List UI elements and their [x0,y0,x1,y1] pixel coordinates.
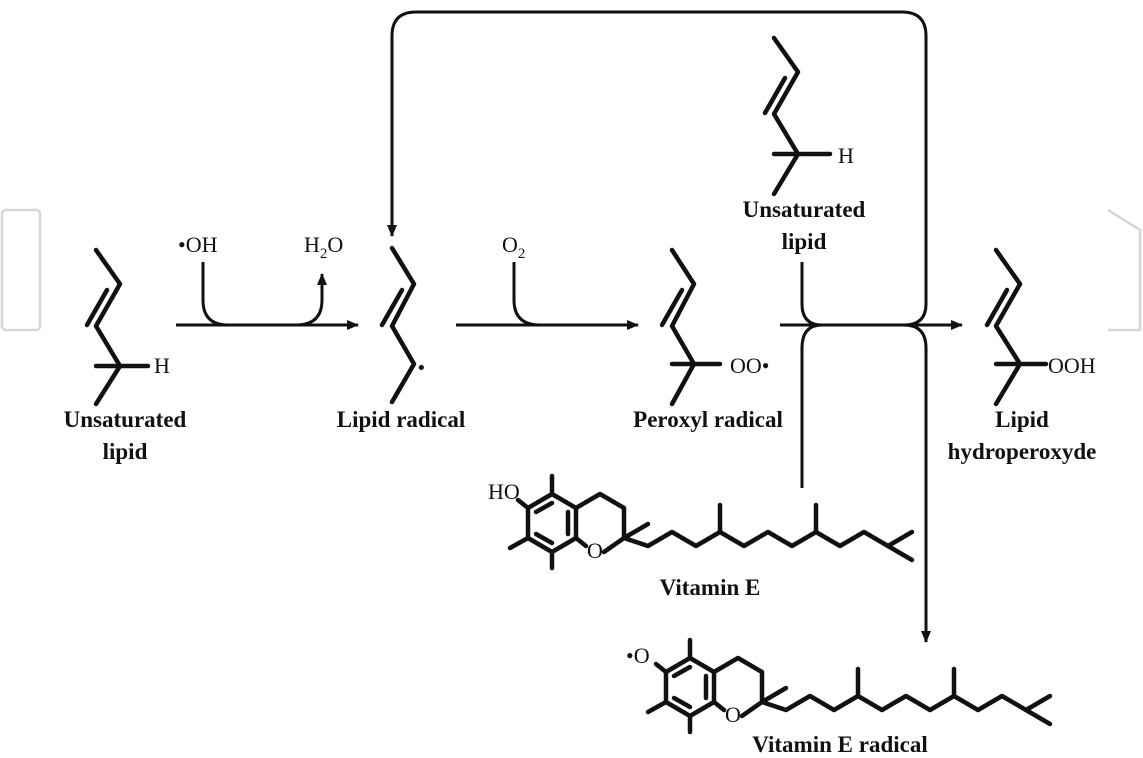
h-atom-top: H [838,143,854,168]
unsaturated-lipid-top-structure [762,35,833,197]
vitamin-e-radical-ring-oxygen: O [725,702,741,727]
label-unsaturated-lipid-top-1: Unsaturated [743,197,866,222]
label-lipid-radical: Lipid radical [337,407,465,432]
lipid-radical-structure [379,245,417,405]
lipid-hydroperoxyde-structure [984,247,1049,407]
label-vitamin-e: Vitamin E [660,575,761,600]
label-lipid-hydroperoxyde-1: Lipid [995,407,1049,432]
ho-label: HO [488,479,520,504]
oh-radical-label: •OH [178,232,218,257]
reaction-arrow-1 [176,262,359,330]
oxygen-label: O2 [502,232,525,262]
peroxyl-radical-structure [659,247,723,407]
radical-dot: · [416,349,427,385]
label-unsaturated-lipid-left-2: lipid [103,439,148,464]
label-vitamin-e-radical: Vitamin E radical [752,732,927,757]
vitamin-e-ring-oxygen: O [587,538,603,563]
vitamin-e-radical-structure [645,637,1053,735]
reaction-arrow-2 [456,262,639,330]
label-peroxyl-radical: Peroxyl radical [633,407,783,432]
oo-radical-label: OO• [730,353,769,378]
label-lipid-hydroperoxyde-2: hydroperoxyde [948,439,1097,464]
label-unsaturated-lipid-top-2: lipid [782,229,827,254]
reaction-arrow-3 [387,10,963,643]
unsaturated-lipid-left-structure: H [84,247,170,407]
label-unsaturated-lipid-left-1: Unsaturated [64,407,187,432]
ooh-label: OOH [1048,353,1096,378]
h-atom-left: H [154,353,170,378]
watermark-shapes [0,208,1142,332]
water-label: H2O [304,232,343,262]
radical-o-label: •O [626,643,650,668]
vitamin-e-structure [507,473,915,571]
